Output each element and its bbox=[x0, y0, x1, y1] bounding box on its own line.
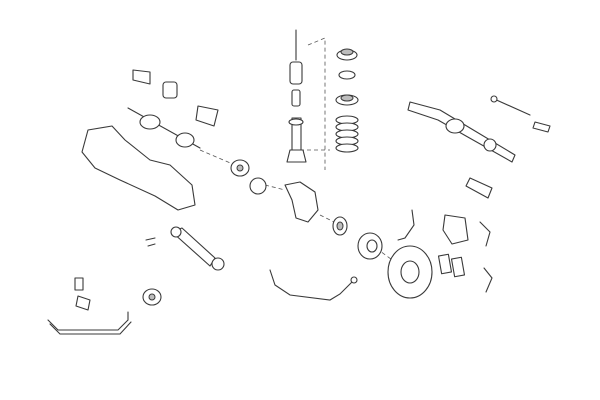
abs-sensor-cable bbox=[269, 269, 358, 301]
tie-rod bbox=[490, 95, 551, 133]
wheel-hub bbox=[357, 232, 383, 260]
coil-spring bbox=[335, 115, 359, 153]
steering-rack-boot bbox=[465, 177, 493, 199]
brake-caliper bbox=[442, 214, 469, 245]
steering-rack bbox=[407, 101, 516, 163]
brake-pads bbox=[437, 253, 466, 278]
bushing bbox=[230, 159, 267, 195]
assembly-guide-lines bbox=[199, 37, 396, 263]
drive-shaft bbox=[127, 69, 219, 149]
control-arm bbox=[170, 226, 216, 267]
anti-roll-bar-bushing bbox=[142, 288, 162, 306]
strut-top-mount bbox=[335, 48, 359, 106]
brake-clips bbox=[479, 221, 493, 293]
brake-hose bbox=[397, 209, 415, 241]
anti-roll-bar-link bbox=[74, 277, 91, 311]
anti-roll-bar bbox=[47, 311, 132, 335]
ball-joint bbox=[145, 237, 225, 271]
steering-knuckle bbox=[284, 181, 319, 223]
brake-disc bbox=[387, 245, 433, 299]
subframe bbox=[81, 125, 196, 211]
wheel-bearing bbox=[332, 216, 348, 236]
shock-absorber bbox=[286, 29, 307, 163]
